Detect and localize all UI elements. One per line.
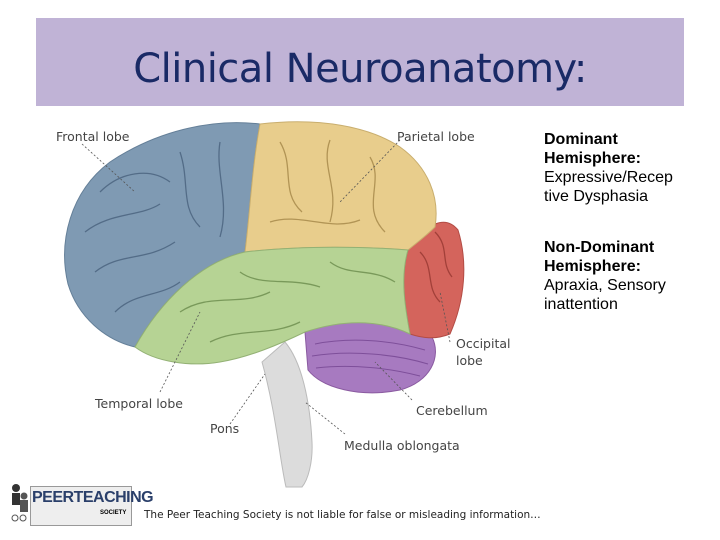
label-parietal-lobe: Parietal lobe	[397, 129, 475, 144]
temporal-lobe	[134, 246, 411, 365]
label-occipital-lobe-2: lobe	[456, 353, 483, 368]
slide-title: Clinical Neuroanatomy:	[133, 46, 587, 92]
peer-teaching-society-logo: PEERTEACHING SOCIETY	[8, 480, 154, 528]
brain-diagram	[64, 121, 465, 488]
logo-box	[30, 486, 132, 526]
disclaimer-text: The Peer Teaching Society is not liable …	[144, 509, 541, 521]
dominant-heading-1: Dominant	[544, 131, 618, 148]
nondominant-hemisphere-block: Non-Dominant Hemisphere: Apraxia, Sensor…	[544, 238, 694, 314]
logo-text: PEERTEACHING	[32, 489, 154, 506]
dominant-heading-2: Hemisphere:	[544, 150, 641, 167]
nondominant-heading-2: Hemisphere:	[544, 258, 641, 275]
logo-subtext: SOCIETY	[100, 510, 127, 516]
label-pons: Pons	[210, 421, 240, 436]
people-icon	[11, 484, 28, 522]
label-frontal-lobe: Frontal lobe	[56, 129, 130, 144]
dominant-text-2: tive Dysphasia	[544, 188, 649, 205]
title-bar: Clinical Neuroanatomy:	[36, 18, 684, 106]
dominant-hemisphere-block: Dominant Hemisphere: Expressive/Recep ti…	[544, 130, 694, 206]
label-temporal-lobe: Temporal lobe	[95, 396, 183, 411]
nondominant-text-2: inattention	[544, 296, 618, 313]
label-cerebellum: Cerebellum	[416, 403, 488, 418]
label-medulla-oblongata: Medulla oblongata	[344, 438, 460, 453]
brainstem	[261, 341, 313, 488]
nondominant-text-1: Apraxia, Sensory	[544, 277, 666, 294]
dominant-text-1: Expressive/Recep	[544, 169, 673, 186]
nondominant-heading-1: Non-Dominant	[544, 239, 655, 256]
label-occipital-lobe-1: Occipital	[456, 336, 511, 351]
